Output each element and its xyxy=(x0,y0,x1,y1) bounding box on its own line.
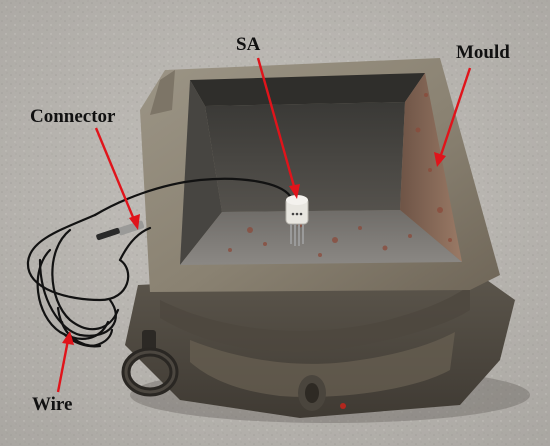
mould-right-wall xyxy=(400,73,462,262)
wire-cable xyxy=(26,177,292,348)
sa-sensor xyxy=(285,195,309,246)
label-sa: SA xyxy=(236,34,261,55)
arrow-head-connector xyxy=(129,214,140,230)
mould-back-wall xyxy=(205,102,405,212)
mould-left-wall xyxy=(180,80,222,265)
mould-rim-corner xyxy=(150,70,175,115)
eye-bolt-left xyxy=(121,330,179,397)
arrow-head-sa xyxy=(289,184,300,199)
bolt-right xyxy=(298,375,326,411)
label-mould: Mould xyxy=(456,42,510,63)
arrow-head-wire xyxy=(62,331,74,345)
arrow-head-mould xyxy=(434,152,446,167)
red-mark xyxy=(340,403,346,409)
mould-body-shading xyxy=(160,285,470,352)
mould-body-patch xyxy=(190,332,455,397)
label-wire: Wire xyxy=(32,394,73,415)
annotation-arrows xyxy=(56,57,472,393)
mould-floor xyxy=(180,210,462,265)
label-connector: Connector xyxy=(30,106,116,127)
mould-top-inner-edge xyxy=(190,73,425,106)
